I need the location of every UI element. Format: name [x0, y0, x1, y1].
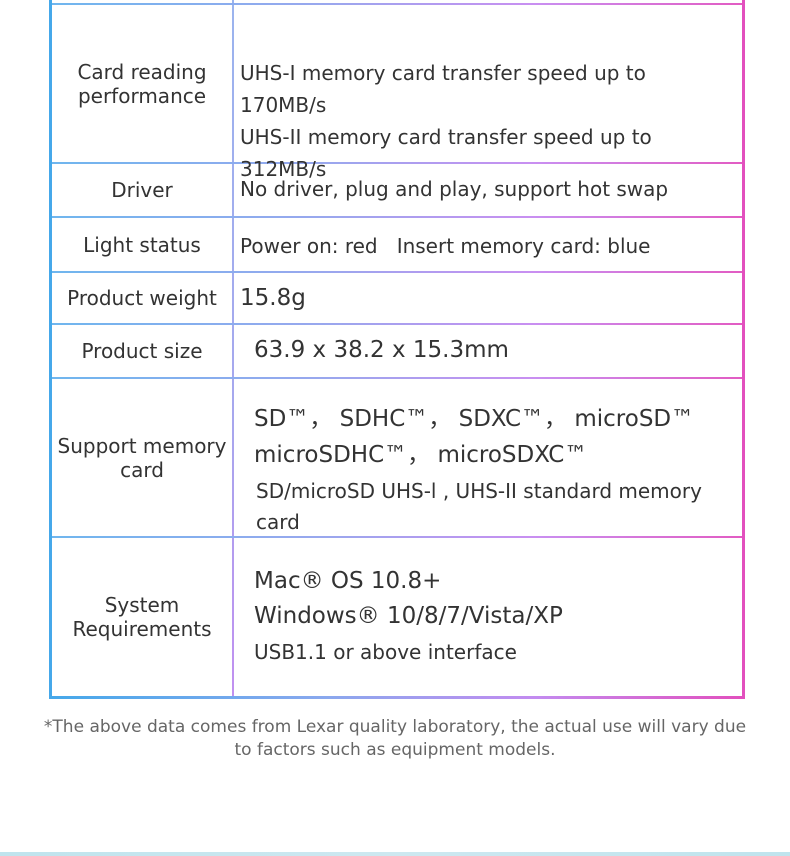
row-divider [52, 536, 742, 538]
bottom-bar [0, 852, 790, 856]
row-divider [52, 271, 742, 273]
spec-label-product-weight: Product weight [67, 286, 217, 310]
row-divider [52, 377, 742, 379]
spec-value-card-reading: UHS-I memory card transfer speed up to 1… [240, 61, 652, 181]
spec-label-light-status: Light status [83, 232, 201, 257]
row-divider [52, 323, 742, 325]
spec-value-driver: No driver, plug and play, support hot sw… [240, 177, 669, 201]
spec-label-driver: Driver [111, 178, 173, 202]
row-divider [52, 3, 742, 5]
spec-value-light-status: Power on: red Insert memory card: blue [240, 234, 651, 258]
spec-value-product-weight: 15.8g [240, 285, 306, 311]
spec-label-support-memory-card: Support memory card [57, 433, 227, 482]
spec-value-system-requirements: Mac® OS 10.8+ Windows® 10/8/7/Vista/XP U… [254, 568, 563, 664]
row-divider [52, 162, 742, 164]
spec-table: Card reading performance UHS-I memory ca… [49, 0, 745, 699]
spec-label-system-requirements: System Requirements [72, 593, 212, 641]
spec-value-product-size: 63.9 x 38.2 x 15.3mm [254, 337, 509, 363]
column-divider [232, 0, 234, 696]
spec-label-product-size: Product size [81, 339, 203, 363]
footnote: *The above data comes from Lexar quality… [43, 717, 747, 760]
spec-label-card-reading: Card reading performance [77, 59, 207, 108]
spec-value-support-memory-card: SD™， SDHC™， SDXC™， microSD™ microSDHC™， … [254, 406, 702, 534]
row-divider [52, 216, 742, 218]
